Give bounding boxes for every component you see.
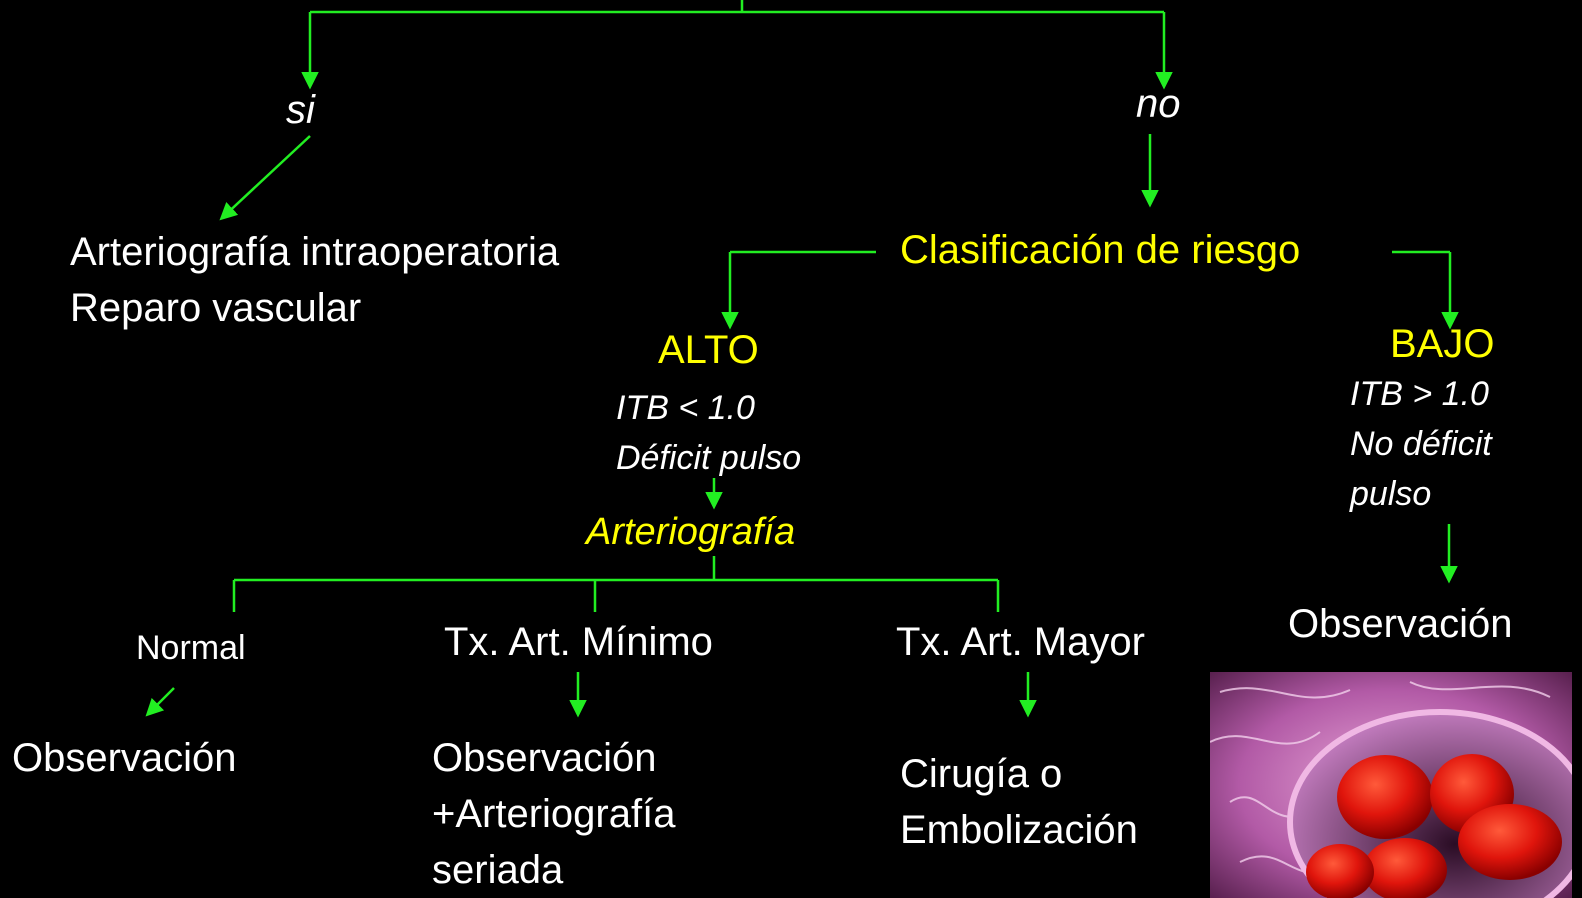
low-risk-criteria-1: ITB > 1.0 [1350, 375, 1489, 413]
finding-minimal-trauma: Tx. Art. Mínimo [444, 620, 713, 664]
high-risk-title: ALTO [658, 328, 759, 372]
minimal-action-line1: Observación [432, 736, 657, 780]
minimal-action-line2: +Arteriografía [432, 792, 676, 836]
finding-normal: Normal [136, 629, 246, 667]
low-risk-criteria-3: pulso [1350, 475, 1432, 513]
high-risk-criteria-2: Déficit pulso [616, 439, 802, 477]
low-risk-criteria-2: No déficit [1350, 425, 1492, 463]
major-action-line1: Cirugía o [900, 752, 1063, 796]
low-risk-action: Observación [1288, 602, 1513, 646]
blood-cells-illustration [1210, 672, 1572, 898]
low-risk-title: BAJO [1390, 322, 1495, 366]
risk-classification: Clasificación de riesgo [900, 228, 1301, 272]
yes-outcome-line2: Reparo vascular [70, 286, 362, 330]
high-risk-criteria-1: ITB < 1.0 [616, 389, 755, 427]
normal-action: Observación [12, 736, 237, 780]
branch-yes-label: si [286, 88, 315, 132]
yes-outcome-line1: Arteriografía intraoperatoria [70, 230, 560, 274]
branch-no-label: no [1136, 82, 1181, 126]
blood-cells-image [1210, 672, 1572, 898]
arteriography-study: Arteriografía [586, 511, 796, 553]
minimal-action-line3: seriada [432, 848, 564, 892]
major-action-line2: Embolización [900, 808, 1138, 852]
finding-major-trauma: Tx. Art. Mayor [896, 620, 1145, 664]
